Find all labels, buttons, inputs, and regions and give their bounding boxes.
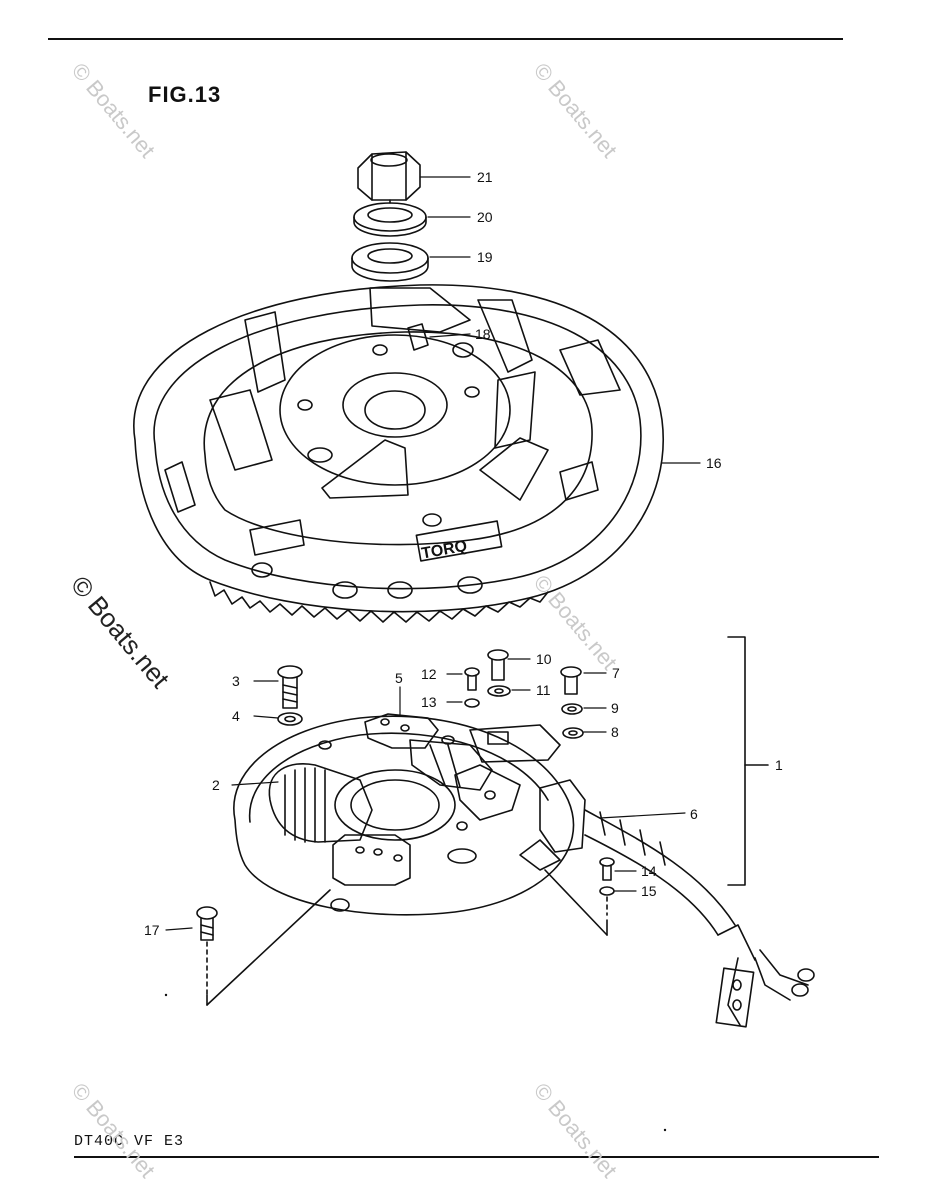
stator-base-plate	[233, 715, 575, 916]
callout-16: 16	[706, 455, 722, 471]
washer-13	[464, 698, 480, 708]
screw-3	[277, 665, 303, 709]
lighting-coil-6	[454, 724, 586, 871]
washer-9	[561, 703, 583, 715]
callout-17: 17	[144, 922, 160, 938]
callout-13: 13	[421, 694, 437, 710]
assembly-bracket-1	[727, 636, 769, 886]
callout-10: 10	[536, 651, 552, 667]
callout-15: 15	[641, 883, 657, 899]
screw-14	[599, 857, 615, 881]
washer-11	[487, 685, 511, 697]
assembly-lines	[206, 869, 608, 1006]
assembly-guides	[206, 199, 608, 996]
screw-17	[196, 906, 218, 941]
callout-9: 9	[611, 700, 619, 716]
pulser-coil-5	[364, 713, 493, 791]
callout-21: 21	[477, 169, 493, 185]
charge-coil-2	[268, 763, 411, 886]
callout-5: 5	[395, 670, 403, 686]
screw-7	[560, 666, 582, 695]
washer-15	[599, 886, 615, 896]
screw-10	[487, 649, 509, 681]
callout-12: 12	[421, 666, 437, 682]
callout-1: 1	[775, 757, 783, 773]
callout-6: 6	[690, 806, 698, 822]
callout-19: 19	[477, 249, 493, 265]
callout-20: 20	[477, 209, 493, 225]
washer-8	[562, 727, 584, 739]
callout-4: 4	[232, 708, 240, 724]
bottom-rule	[74, 1156, 879, 1158]
washer-20	[353, 202, 427, 237]
callout-8: 8	[611, 724, 619, 740]
callout-18: 18	[475, 326, 491, 342]
callout-11: 11	[536, 682, 551, 698]
callout-14: 14	[641, 863, 657, 879]
nut-21	[357, 151, 421, 201]
leader-lines	[165, 176, 701, 931]
top-rule	[48, 38, 843, 40]
flywheel-16	[133, 284, 664, 623]
callout-2: 2	[212, 777, 220, 793]
washer-19	[351, 242, 429, 282]
figure-title: FIG.13	[148, 82, 222, 107]
callout-7: 7	[612, 665, 620, 681]
washer-4	[277, 712, 303, 726]
callout-3: 3	[232, 673, 240, 689]
wiring-harness	[584, 809, 815, 1028]
screw-12	[464, 667, 480, 691]
model-code: DT40C VF E3	[74, 1133, 185, 1150]
flywheel-marking: TORQ	[420, 538, 468, 563]
